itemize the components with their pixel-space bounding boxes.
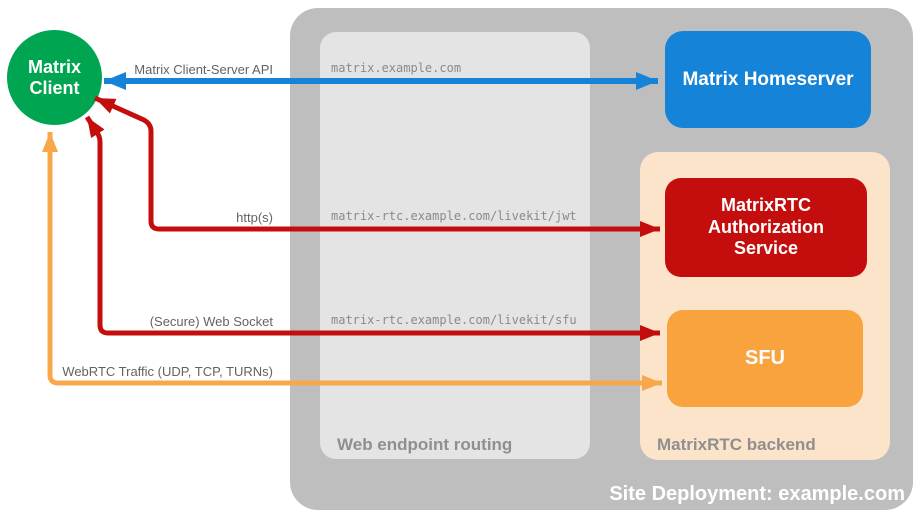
route-livekit-jwt: matrix-rtc.example.com/livekit/jwt xyxy=(331,209,577,223)
route-livekit-sfu: matrix-rtc.example.com/livekit/sfu xyxy=(331,313,577,327)
web-endpoint-routing-caption: Web endpoint routing xyxy=(337,435,513,454)
site-deployment-caption: Site Deployment: example.com xyxy=(609,483,905,505)
matrixrtc-authorization-service-node: MatrixRTC Authorization Service xyxy=(665,178,867,277)
websocket-label: (Secure) Web Socket xyxy=(149,314,273,329)
matrixrtc-authorization-service-label: MatrixRTC Authorization Service xyxy=(708,195,824,259)
route-matrix-example-com: matrix.example.com xyxy=(331,61,462,75)
client-server-api-label: Matrix Client-Server API xyxy=(134,62,273,77)
matrix-client-node: Matrix Client xyxy=(7,30,102,125)
sfu-node: SFU xyxy=(667,310,863,407)
matrix-client-label: Matrix Client xyxy=(27,56,81,98)
matrix-homeserver-label: Matrix Homeserver xyxy=(682,68,854,90)
web-endpoint-routing-container xyxy=(320,32,590,459)
matrixrtc-backend-caption: MatrixRTC backend xyxy=(657,435,816,454)
https-label: http(s) xyxy=(236,210,273,225)
webrtc-traffic-label: WebRTC Traffic (UDP, TCP, TURNs) xyxy=(62,364,273,379)
matrix-homeserver-node: Matrix Homeserver xyxy=(665,31,871,128)
sfu-label: SFU xyxy=(745,347,785,369)
